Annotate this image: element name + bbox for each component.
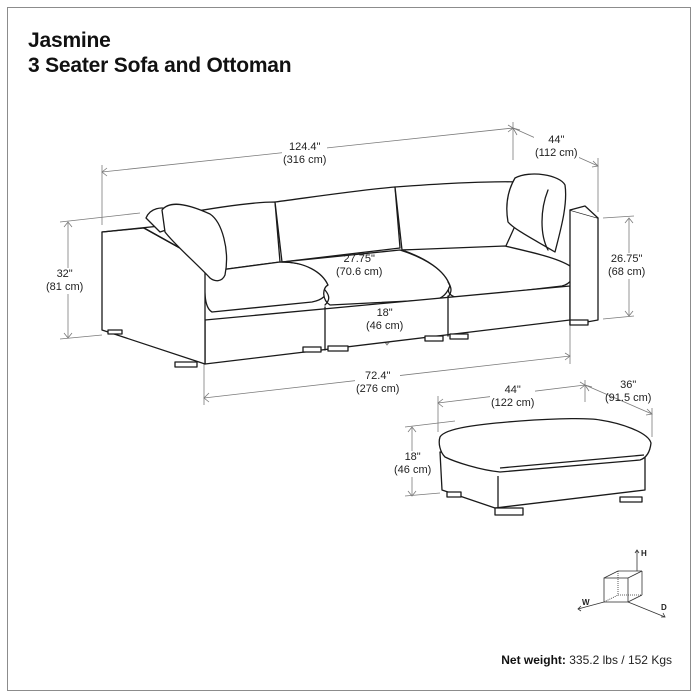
sofa-outline [101,173,599,368]
net-weight-label: Net weight: [501,653,566,667]
seat-depth-cm: (70.6 cm) [336,266,383,278]
ottoman-height-in: 18" [404,451,421,463]
axis-d-label: D [661,603,667,612]
sofa-height-label: 32" (81 cm) [45,268,85,294]
sofa-width-cm: (316 cm) [283,154,327,166]
ottoman-width-in: 44" [504,384,521,396]
product-subtitle: 3 Seater Sofa and Ottoman [28,54,292,77]
ottoman-depth-label: 36" (91.5 cm) [604,379,652,405]
arm-height-cm: (68 cm) [608,266,646,278]
ottoman-depth-cm: (91.5 cm) [605,392,652,404]
ottoman-height-cm: (46 cm) [394,464,432,476]
sofa-height-in: 32" [56,268,73,280]
arm-height-label: 26.75" (68 cm) [607,253,647,279]
seat-depth-label: 27.75" (70.6 cm) [335,253,383,279]
seat-height-in: 18" [376,307,393,319]
ottoman-width-cm: (122 cm) [491,397,535,409]
ottoman-width-label: 44" (122 cm) [490,384,536,410]
sofa-width-label: 124.4" (316 cm) [282,141,328,167]
sofa-depth-in: 44" [548,134,565,146]
product-title: Jasmine 3 Seater Sofa and Ottoman [28,28,292,78]
seat-width-label: 72.4" (276 cm) [355,370,401,396]
seat-width-in: 72.4" [365,370,391,382]
ottoman-height-label: 18" (46 cm) [393,451,433,477]
sofa-depth-cm: (112 cm) [535,147,578,159]
product-name: Jasmine [28,29,111,52]
seat-height-cm: (46 cm) [366,320,404,332]
seat-height-label: 18" (46 cm) [365,307,404,333]
sofa-width-in: 124.4" [288,141,321,153]
seat-depth-in: 27.75" [343,253,375,265]
seat-width-cm: (276 cm) [356,383,400,395]
ottoman-depth-in: 36" [620,379,637,391]
sofa-height-cm: (81 cm) [46,281,84,293]
axis-cube-icon [577,549,666,618]
axis-h-label: H [641,549,647,558]
net-weight-value: 335.2 lbs / 152 Kgs [565,653,672,667]
axis-w-label: W [582,598,590,607]
ottoman-outline [438,417,652,516]
diagram-frame [7,7,691,691]
arm-height-in: 26.75" [610,253,643,265]
net-weight: Net weight: 335.2 lbs / 152 Kgs [501,653,672,667]
sofa-depth-label: 44" (112 cm) [534,134,579,160]
